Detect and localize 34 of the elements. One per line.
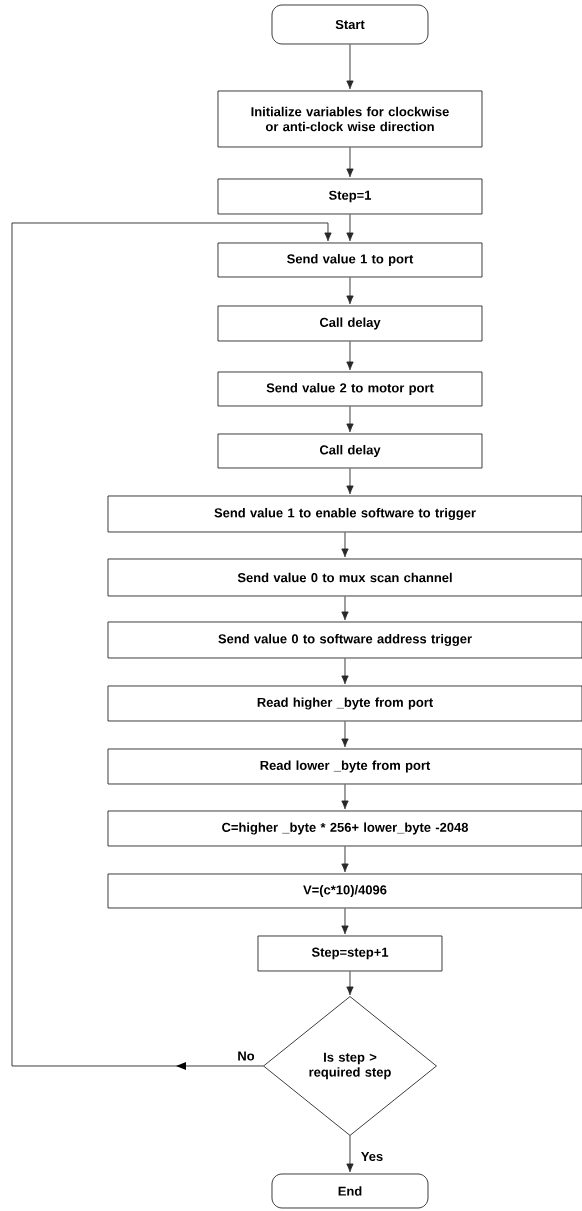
process-box: Send value 0 to mux scan channel xyxy=(107,558,582,597)
process-box: Send value 0 to software address trigger xyxy=(107,621,582,659)
process-box: Call delay xyxy=(217,305,483,342)
edge-label: Yes xyxy=(359,1150,385,1162)
arrow xyxy=(341,784,349,810)
process-box: Send value 1 to port xyxy=(217,242,483,278)
arrow xyxy=(346,1135,354,1173)
arrow xyxy=(346,971,354,996)
arrow xyxy=(341,846,349,873)
process-box: Read higher _byte from port xyxy=(107,685,582,722)
arrow xyxy=(346,277,354,305)
process-box: Step=1 xyxy=(217,178,483,215)
arrow xyxy=(346,406,354,433)
arrow xyxy=(341,721,349,748)
arrow xyxy=(346,341,354,371)
edge-label: No xyxy=(236,1050,256,1062)
process-box: Send value 2 to motor port xyxy=(217,371,483,407)
arrow xyxy=(341,532,349,558)
arrow xyxy=(346,214,354,242)
process-box: Call delay xyxy=(217,433,483,469)
process-box: C=higher _byte * 256+ lower_byte -2048 xyxy=(107,810,582,847)
process-box: Send value 1 to enable software to trigger xyxy=(107,495,582,533)
process-box: Read lower _byte from port xyxy=(107,748,582,785)
terminal-box: End xyxy=(271,1173,429,1209)
process-box: Initialize variables for clockwise or anti-clock wise direction xyxy=(217,90,483,148)
arrow xyxy=(346,147,354,178)
terminal-box: Start xyxy=(271,4,429,45)
arrow xyxy=(341,658,349,685)
arrow xyxy=(341,908,349,935)
arrow xyxy=(346,468,354,495)
arrow xyxy=(341,596,349,621)
process-box: Step=step+1 xyxy=(257,935,443,972)
process-box: V=(c*10)/4096 xyxy=(107,873,582,909)
arrow xyxy=(346,44,354,90)
